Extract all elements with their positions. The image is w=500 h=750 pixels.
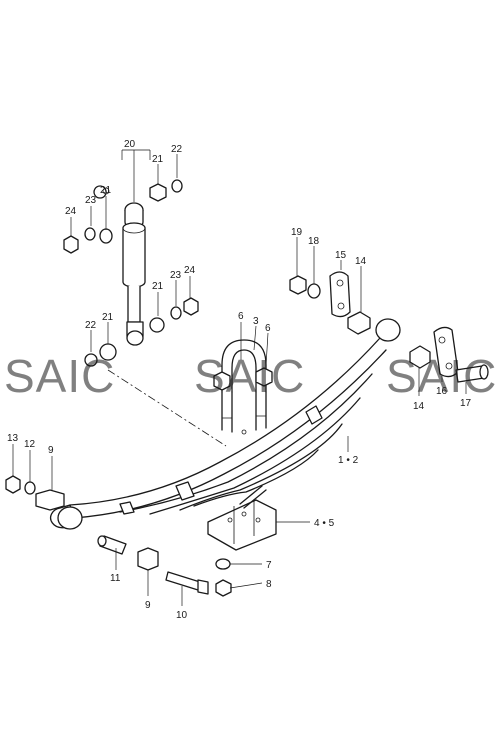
washer-7 — [215, 558, 231, 570]
bolt-10 — [165, 571, 201, 591]
shock-top-washer — [171, 179, 183, 193]
washer-23a — [84, 227, 96, 241]
spring-seat — [207, 499, 277, 551]
bushing-21b — [99, 228, 113, 244]
watermark-center: SAIC — [194, 350, 305, 402]
callout-9: 9 — [48, 445, 54, 456]
callout-21: 21 — [102, 312, 114, 323]
callout-12: 12 — [24, 439, 36, 450]
watermark-left: SAIC — [4, 350, 115, 402]
nut-8 — [215, 579, 232, 597]
washer-12 — [24, 481, 36, 495]
shackle-bushing-14b — [409, 345, 431, 369]
shock-absorber — [122, 202, 146, 346]
callout-numbers: 20 21 22 21 23 24 21 23 24 22 21 6 3 6 1… — [7, 139, 472, 621]
callout-13: 13 — [7, 433, 19, 444]
callout-16: 16 — [436, 386, 448, 397]
callout-1-2: 1 • 2 — [338, 455, 359, 466]
watermark-right: SAIC — [386, 350, 497, 402]
shackle-bushing-14a — [347, 311, 371, 335]
callout-9: 9 — [145, 600, 151, 611]
center-bolt — [239, 485, 267, 509]
centerline-front — [107, 369, 227, 447]
callout-6: 6 — [238, 311, 244, 322]
callout-3: 3 — [253, 316, 259, 327]
callout-14: 14 — [355, 256, 367, 267]
callout-24: 24 — [65, 206, 77, 217]
bushing-9b — [137, 547, 159, 571]
shock-top-bushing — [93, 185, 107, 199]
callout-7: 7 — [266, 560, 272, 571]
u-bolt — [221, 339, 267, 433]
callout-17: 17 — [460, 398, 472, 409]
callout-22: 22 — [171, 144, 183, 155]
callout-24: 24 — [184, 265, 196, 276]
front-eye-bushing — [57, 506, 83, 530]
callout-6: 6 — [265, 323, 271, 334]
callout-23: 23 — [170, 270, 182, 281]
callout-15: 15 — [335, 250, 347, 261]
callout-21: 21 — [152, 154, 164, 165]
washer-23b — [170, 306, 182, 320]
callout-14: 14 — [413, 401, 425, 412]
leaf-spring — [50, 318, 401, 530]
bushing-9a — [35, 489, 65, 511]
callout-22: 22 — [85, 320, 97, 331]
callout-21: 21 — [100, 185, 112, 196]
rear-eye-bushing — [375, 318, 401, 342]
washer-18 — [307, 283, 321, 299]
nut-24b — [183, 297, 199, 316]
shock-top-nut — [149, 183, 167, 202]
callout-8: 8 — [266, 579, 272, 590]
nut-24a — [63, 235, 79, 254]
u-bolt-nut-left — [213, 371, 231, 391]
watermarks: SAIC SAIC SAIC — [4, 350, 497, 402]
shackle-nut-19 — [289, 275, 307, 295]
callout-11: 11 — [110, 573, 121, 584]
u-bolt-nut-right — [255, 367, 273, 387]
callout-4-5: 4 • 5 — [314, 518, 335, 529]
leader-lines — [12, 149, 467, 606]
shackle-inner-plate — [329, 271, 351, 318]
callout-18: 18 — [308, 236, 320, 247]
callout-20: 20 — [124, 139, 136, 150]
callout-10: 10 — [176, 610, 188, 621]
bushing-21c — [149, 317, 165, 333]
nut-13 — [5, 475, 21, 494]
washer-22b — [84, 353, 98, 367]
callout-23: 23 — [85, 195, 97, 206]
callout-19: 19 — [291, 227, 303, 238]
callout-21: 21 — [152, 281, 164, 292]
